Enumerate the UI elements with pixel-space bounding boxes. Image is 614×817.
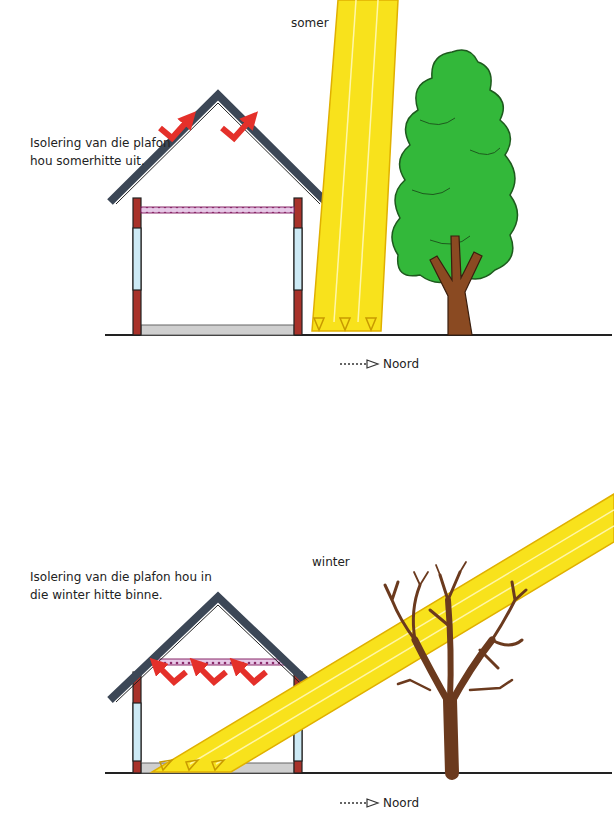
north-arrow <box>340 799 378 807</box>
heat-arrow <box>160 118 190 138</box>
season-label: winter <box>312 553 350 571</box>
direction-label: Noord <box>383 794 419 812</box>
heat-arrow <box>236 664 266 682</box>
wall <box>294 198 302 335</box>
ceiling-insulation <box>150 659 286 665</box>
wall <box>133 672 141 773</box>
sun-beam <box>312 0 398 331</box>
heat-arrow <box>156 664 186 682</box>
roof <box>110 597 326 700</box>
window <box>133 703 141 761</box>
heat-arrow <box>196 664 226 682</box>
note-label: Isolering van die plafon hou somerhitte … <box>30 134 195 170</box>
winter-scene <box>105 494 614 807</box>
note-label: Isolering van die plafon hou in die wint… <box>30 568 220 604</box>
heat-arrow <box>222 118 252 138</box>
window <box>133 228 141 290</box>
roof-edge <box>116 103 320 204</box>
north-arrow <box>340 360 378 368</box>
ceiling-insulation <box>141 207 294 213</box>
season-label: somer <box>291 14 329 32</box>
direction-label: Noord <box>383 355 419 373</box>
roof-edge <box>116 605 320 702</box>
window <box>294 228 302 290</box>
wall <box>133 198 141 335</box>
floor-slab <box>141 325 294 335</box>
summer-scene <box>105 0 612 368</box>
leafy-tree <box>392 50 518 335</box>
bare-tree <box>385 562 526 773</box>
sun-beam <box>152 494 614 772</box>
house <box>110 95 326 335</box>
